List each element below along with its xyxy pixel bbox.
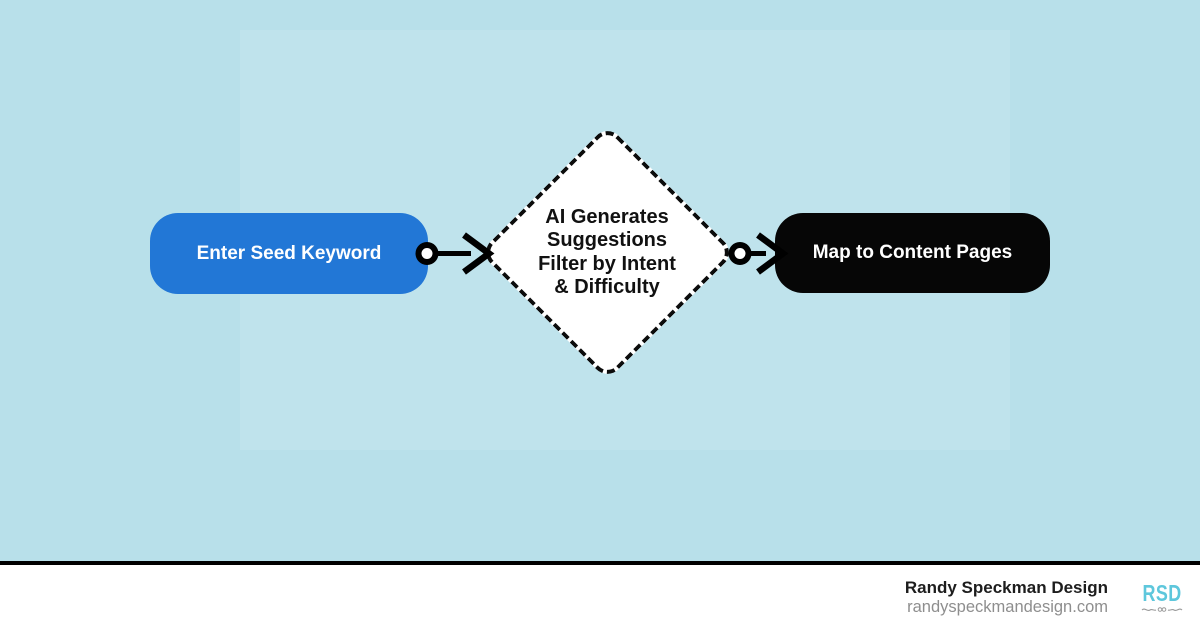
end-node-label: Map to Content Pages	[812, 242, 1013, 263]
decision-node-label: AI Generates Suggestions Filter by Inten…	[502, 167, 712, 338]
end-node: Map to Content Pages	[775, 213, 1050, 293]
decision-label-line: & Difficulty	[554, 276, 660, 298]
start-node: Enter Seed Keyword	[150, 213, 428, 294]
footer-brand-name: Randy Speckman Design	[904, 578, 1108, 597]
decision-label-line: AI Generates	[545, 205, 669, 228]
footer: Randy Speckman Design randyspeckmandesig…	[0, 561, 1200, 630]
decision-label-line: Suggestions	[546, 229, 667, 251]
start-node-label: Enter Seed Keyword	[196, 242, 382, 264]
logo-flourish-icon	[1141, 606, 1183, 612]
decision-label-line: Filter by Intent	[538, 252, 676, 275]
footer-text-block: Randy Speckman Design randyspeckmandesig…	[905, 578, 1108, 617]
footer-website: randyspeckmandesign.com	[907, 598, 1108, 616]
rsd-logo: RSD	[1140, 579, 1184, 614]
rsd-logo-text: RSD	[1142, 579, 1182, 606]
